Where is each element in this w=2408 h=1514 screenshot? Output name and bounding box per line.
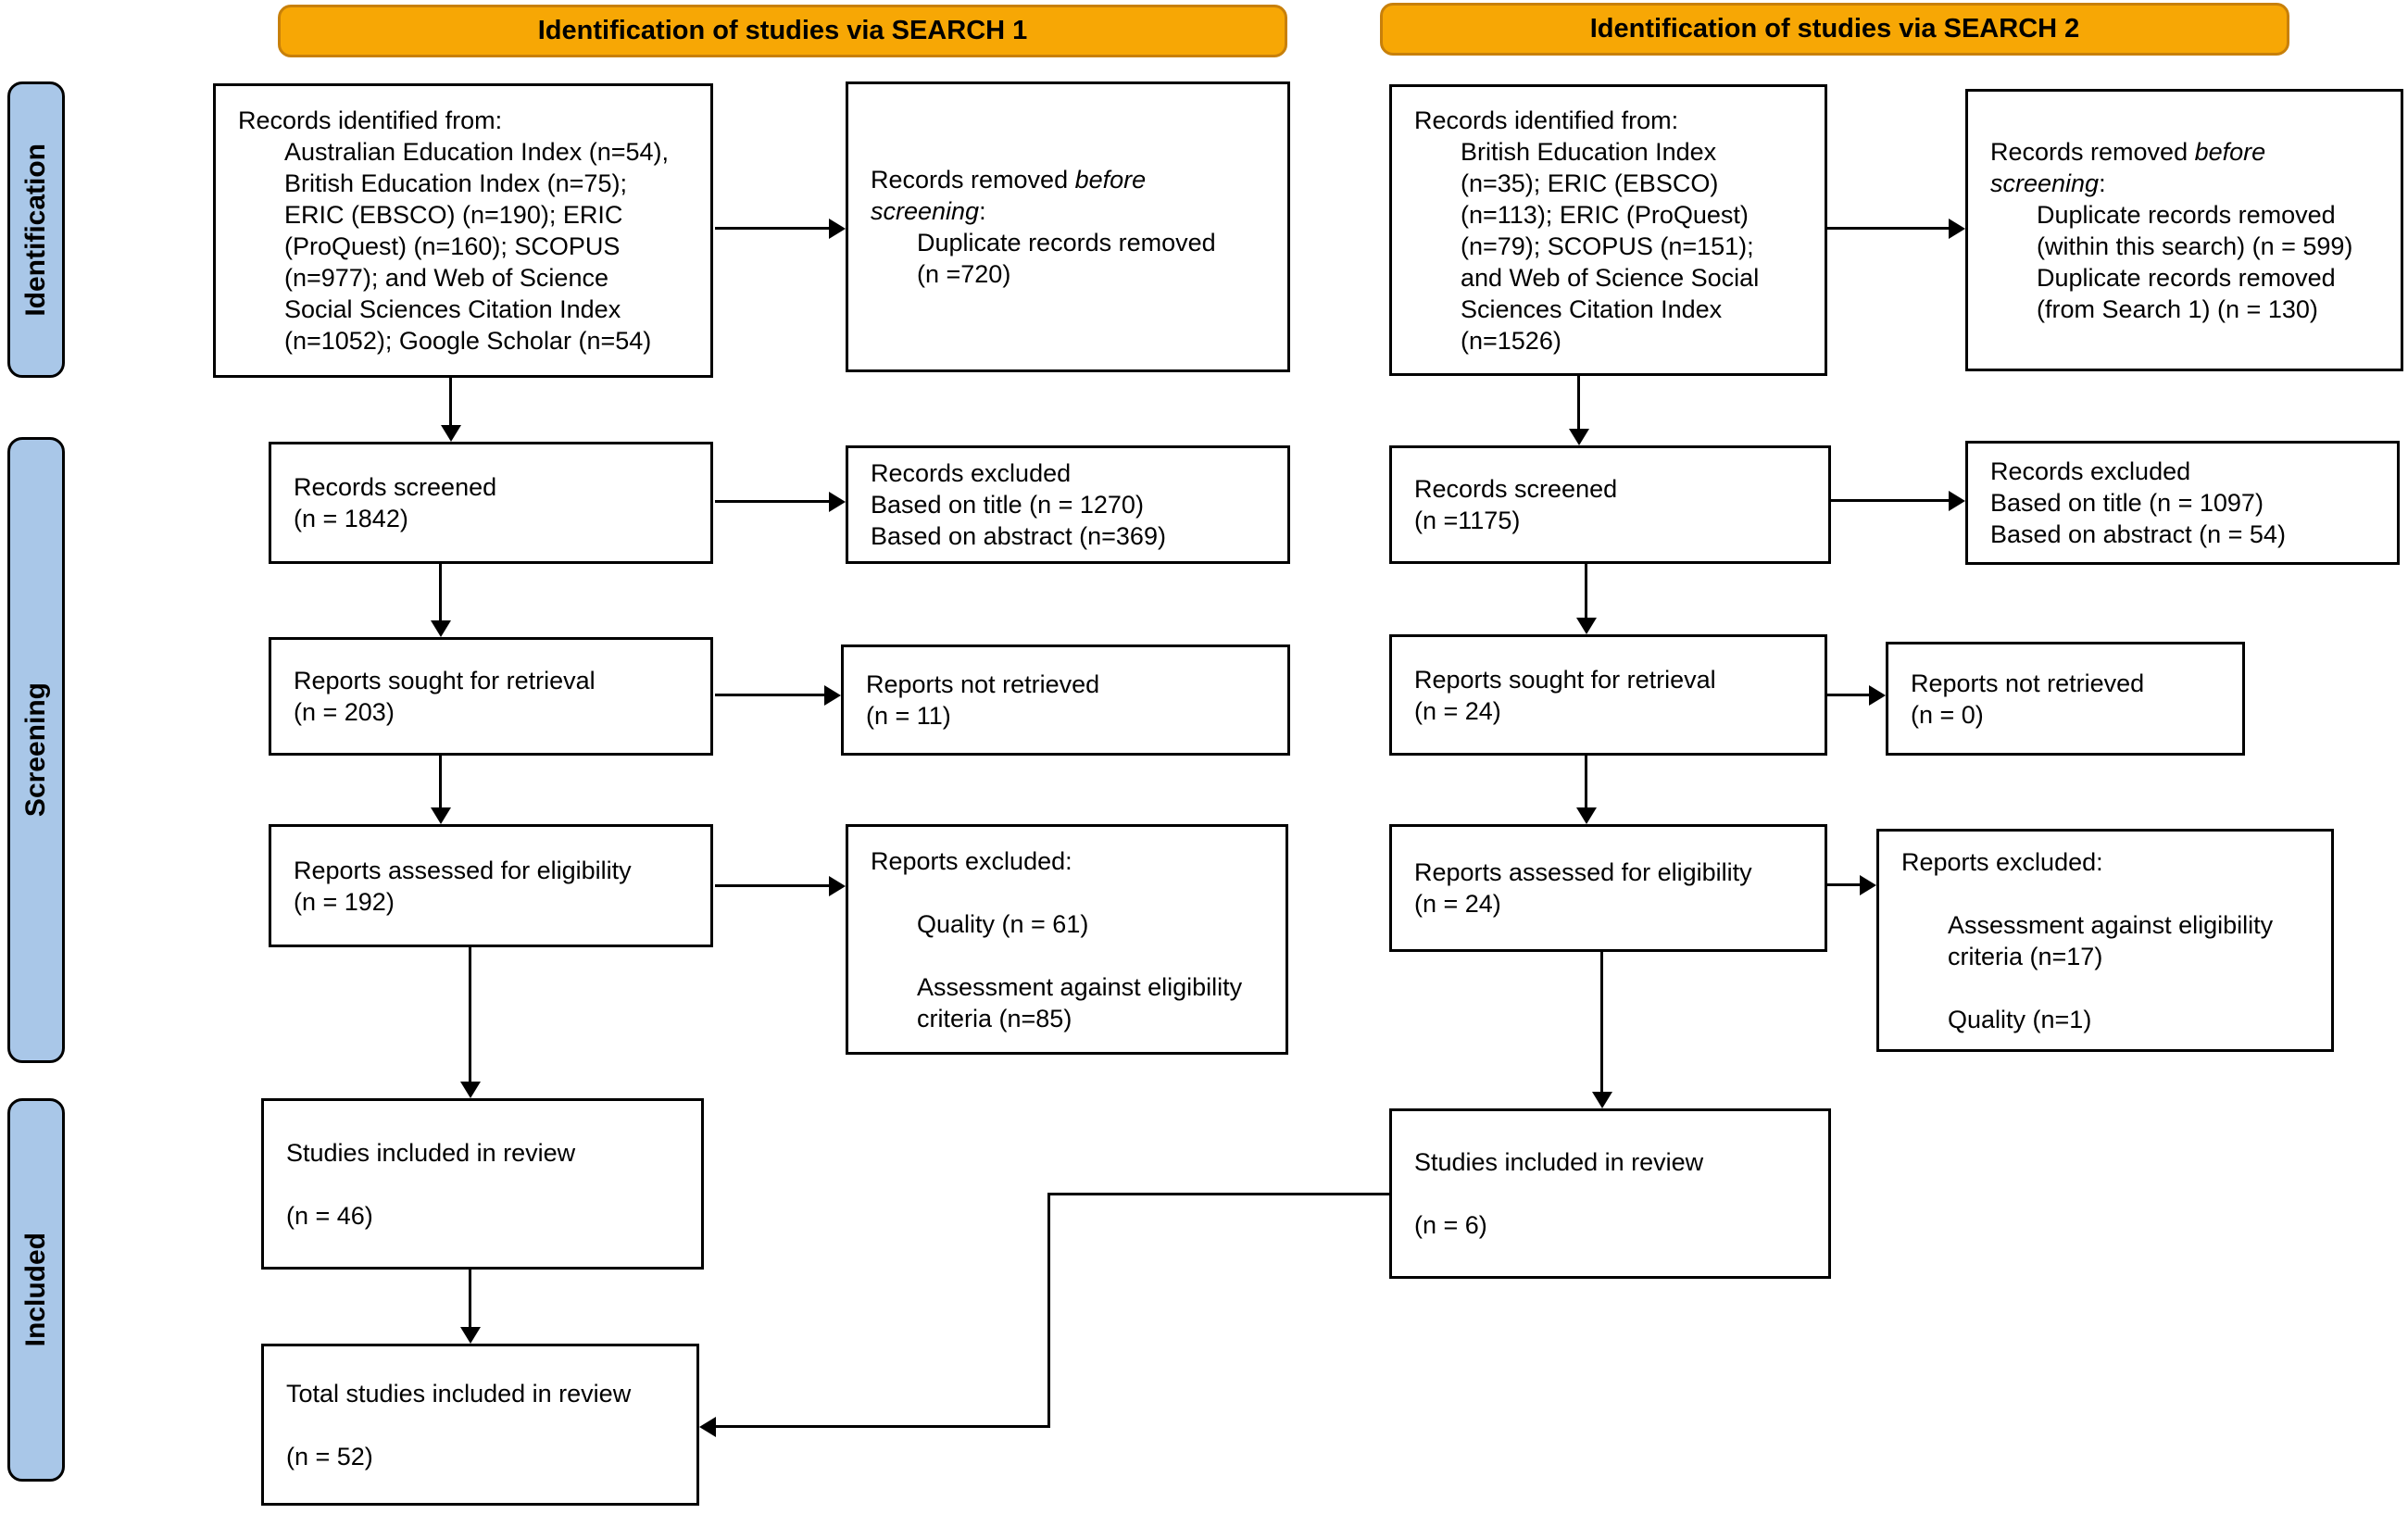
- s2-records-identified-box: Records identified from:British Educatio…: [1389, 84, 1827, 376]
- arrow-s2-sought-to-notretrieved-line: [1827, 694, 1869, 696]
- arrow-s2-screened-to-excluded-line: [1831, 499, 1949, 502]
- banner-search-1-label: Identification of studies via SEARCH 1: [537, 16, 1028, 45]
- arrow-s1-sought-to-assessed-head: [431, 807, 451, 824]
- s2-records-screened-box: Records screened(n =1175): [1389, 445, 1831, 564]
- arrow-s1-sought-to-assessed-line: [439, 756, 442, 809]
- arrow-s1-assessed-to-excluded-head: [829, 876, 846, 896]
- arrow-s1-screened-to-excluded-head: [829, 492, 846, 512]
- arrow-s1-identified-to-removed-head: [829, 219, 846, 239]
- total-studies-included-box: Total studies included in review (n = 52…: [261, 1344, 699, 1506]
- banner-search-1: Identification of studies via SEARCH 1: [278, 5, 1287, 57]
- s2-reports-assessed-box: Reports assessed for eligibility(n = 24): [1389, 824, 1827, 952]
- connector-s2-included-to-total-head: [699, 1417, 716, 1437]
- arrow-s1-screened-to-excluded-line: [715, 500, 831, 503]
- connector-s2-included-to-total-top-segment: [1047, 1193, 1389, 1195]
- arrow-s1-screened-to-sought-line: [439, 564, 442, 622]
- s1-records-screened-box: Records screened(n = 1842): [269, 442, 713, 564]
- arrow-s2-sought-to-assessed-head: [1576, 807, 1597, 824]
- s1-reports-not-retrieved-box: Reports not retrieved(n = 11): [841, 644, 1290, 756]
- s2-reports-excluded-box: Reports excluded: Assessment against eli…: [1876, 829, 2334, 1052]
- stage-identification-label: Identification: [20, 143, 51, 317]
- arrow-s1-identified-to-screened-head: [441, 425, 461, 442]
- s1-reports-sought-box: Reports sought for retrieval(n = 203): [269, 637, 713, 756]
- arrow-s2-assessed-to-excluded-line: [1827, 883, 1860, 886]
- arrow-s2-assessed-to-included-line: [1600, 952, 1603, 1092]
- arrow-s2-assessed-to-included-head: [1592, 1092, 1612, 1108]
- s2-reports-not-retrieved-box: Reports not retrieved(n = 0): [1886, 642, 2245, 756]
- arrow-s2-screened-to-sought-line: [1585, 564, 1587, 618]
- stage-included: Included: [7, 1098, 65, 1482]
- stage-screening: Screening: [7, 437, 65, 1063]
- connector-s2-included-to-total-bottom-segment: [716, 1425, 1049, 1428]
- arrow-s1-sought-to-notretrieved-head: [824, 685, 841, 706]
- arrow-s1-identified-to-removed-line: [715, 227, 831, 230]
- arrow-s1-assessed-to-included-line: [469, 947, 471, 1083]
- arrow-s2-identified-to-screened-line: [1577, 376, 1580, 429]
- arrow-s2-sought-to-notretrieved-head: [1869, 685, 1886, 706]
- arrow-s2-sought-to-assessed-line: [1585, 756, 1587, 807]
- arrow-s1-included-to-total-head: [460, 1327, 481, 1344]
- arrow-s2-identified-to-removed-head: [1949, 219, 1965, 239]
- arrow-s2-screened-to-excluded-head: [1949, 491, 1965, 511]
- arrow-s1-included-to-total-line: [469, 1270, 471, 1327]
- arrow-s1-assessed-to-excluded-line: [715, 884, 831, 887]
- arrow-s1-sought-to-notretrieved-line: [715, 694, 826, 696]
- arrow-s2-identified-to-removed-line: [1827, 227, 1949, 230]
- s1-records-identified-box: Records identified from:Australian Educa…: [213, 83, 713, 378]
- arrow-s2-screened-to-sought-head: [1576, 618, 1597, 634]
- s1-reports-assessed-box: Reports assessed for eligibility(n = 192…: [269, 824, 713, 947]
- arrow-s1-assessed-to-included-head: [460, 1082, 481, 1098]
- connector-s2-included-to-total-vertical-segment: [1047, 1193, 1050, 1428]
- stage-included-label: Included: [20, 1232, 51, 1347]
- s1-studies-included-box: Studies included in review (n = 46): [261, 1098, 704, 1270]
- s2-reports-sought-box: Reports sought for retrieval(n = 24): [1389, 634, 1827, 756]
- arrow-s2-identified-to-screened-head: [1569, 429, 1589, 445]
- arrow-s2-assessed-to-excluded-head: [1860, 875, 1876, 895]
- stage-screening-label: Screening: [20, 682, 51, 818]
- arrow-s1-screened-to-sought-head: [431, 620, 451, 637]
- stage-identification: Identification: [7, 81, 65, 378]
- banner-search-2-label: Identification of studies via SEARCH 2: [1589, 14, 2080, 44]
- s2-studies-included-box: Studies included in review (n = 6): [1389, 1108, 1831, 1279]
- arrow-s1-identified-to-screened-line: [449, 378, 452, 427]
- banner-search-2: Identification of studies via SEARCH 2: [1380, 3, 2289, 56]
- s1-reports-excluded-box: Reports excluded: Quality (n = 61) Asses…: [846, 824, 1288, 1055]
